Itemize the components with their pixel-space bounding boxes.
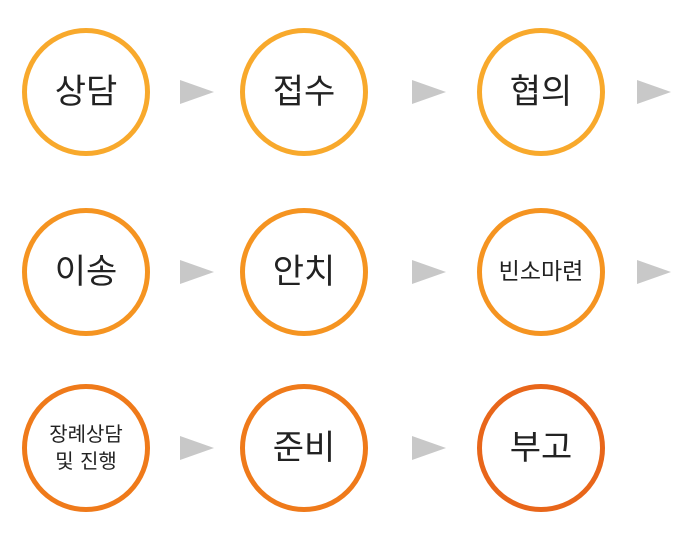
arrow-right-icon <box>412 80 446 104</box>
arrow-right-icon <box>180 80 214 104</box>
step-label: 안치 <box>272 251 336 292</box>
step-label: 접수 <box>272 71 336 112</box>
arrow-right-icon <box>412 436 446 460</box>
step-consultation: 상담 <box>22 28 150 156</box>
step-funeral-consultation: 장례상담 및 진행 <box>22 384 150 512</box>
step-transfer: 이송 <box>22 208 150 336</box>
step-label: 협의 <box>509 71 573 112</box>
step-mourning-room: 빈소마련 <box>477 208 605 336</box>
step-reception: 접수 <box>240 28 368 156</box>
step-label: 부고 <box>509 427 573 468</box>
arrow-right-icon <box>180 260 214 284</box>
step-label: 빈소마련 <box>498 258 584 285</box>
step-label: 준비 <box>272 427 336 468</box>
arrow-right-icon <box>412 260 446 284</box>
step-obituary: 부고 <box>477 384 605 512</box>
step-discussion: 협의 <box>477 28 605 156</box>
step-label: 장례상담 및 진행 <box>49 422 123 473</box>
arrow-right-icon <box>637 80 671 104</box>
arrow-right-icon <box>637 260 671 284</box>
step-preparation: 준비 <box>240 384 368 512</box>
step-enshrinement: 안치 <box>240 208 368 336</box>
arrow-right-icon <box>180 436 214 460</box>
step-label: 이송 <box>54 251 118 292</box>
step-label: 상담 <box>54 71 118 112</box>
